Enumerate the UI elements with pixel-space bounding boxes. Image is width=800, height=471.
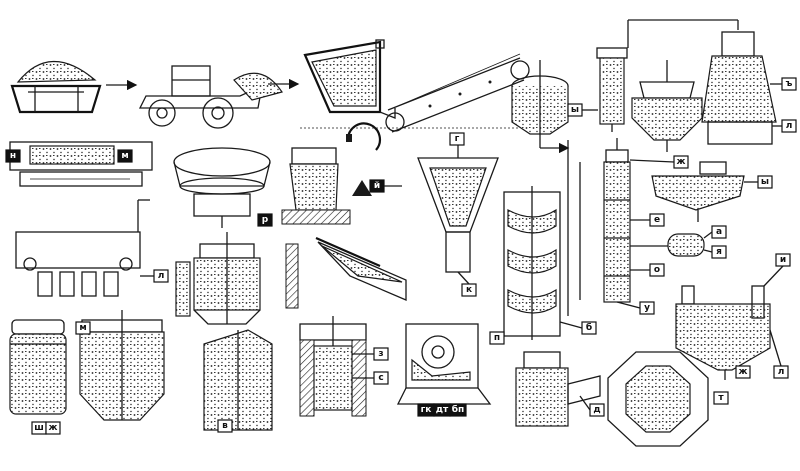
label-e: е [649,213,665,227]
label-ya: я [711,245,727,259]
kiln [607,351,709,447]
label-hard-text: ъ [786,79,793,89]
label-zh-left: ж [45,421,61,435]
receiving-hopper [303,39,396,119]
label-sh-text: ш [34,423,44,433]
settling-tank [511,60,570,154]
label-b: б [581,321,597,335]
label-yy-mid-text: ы [761,177,769,187]
label-dt-text: дт [436,405,449,415]
label-u: у [639,301,655,315]
cone-thickener [417,140,499,273]
agitation-tank [651,161,745,222]
mixing-reactor [175,232,261,325]
label-zh-mid-text: ж [677,157,686,167]
label-k-text: к [466,285,472,295]
label-t-text: т [718,393,724,403]
label-l-mid-text: л [158,271,165,281]
vibrating-feeder [9,141,153,187]
label-u-text: у [644,303,650,313]
label-p: п [489,331,505,345]
label-m-top: м [117,149,133,163]
magnetic-separator [346,122,381,151]
label-n-left: н [5,149,21,163]
label-m-top-text: м [121,151,128,161]
label-zh-mid: ж [673,155,689,169]
label-ya-text: я [716,247,722,257]
label-zh-left-text: ж [49,423,58,433]
precipitator [675,285,771,380]
reactor-vessel [79,310,165,421]
filter-column-top [596,47,628,132]
label-g-text: г [455,134,460,144]
label-z-text: з [378,349,383,359]
ore-bin [10,60,102,114]
label-s-text: с [378,373,383,383]
label-y-short-text: й [374,181,380,191]
label-m-side-text: м [79,323,86,333]
label-i: и [775,253,791,267]
label-bp: бп [449,403,467,417]
label-g: г [449,132,465,146]
crusher-hopper [281,147,351,225]
cone-crusher [173,147,271,228]
autoclave-left [9,319,67,415]
label-r: р [257,213,273,227]
conical-vessel [631,60,703,152]
label-r-text: р [262,215,269,225]
label-a-text: а [716,227,722,237]
extraction-column [603,138,631,303]
label-d: д [589,403,605,417]
label-zh-right: ж [735,365,751,379]
label-hard: ъ [781,77,797,91]
label-gk: гк [417,403,435,417]
label-l-right-text: л [778,367,785,377]
inclined-conveyor [385,53,530,133]
label-a: а [711,225,727,239]
roasting-furnace [627,19,777,145]
label-v: в [217,419,233,433]
label-sh: ш [31,421,47,435]
label-e-text: е [654,215,660,225]
label-b-text: б [586,322,592,333]
vertical-conveyor [285,243,299,309]
label-o-text: о [654,265,660,275]
label-p-text: п [494,333,500,343]
label-v-text: в [222,421,228,431]
label-o: о [649,263,665,277]
incline-screen [315,236,407,301]
label-gk-text: гк [421,405,432,415]
flotation-bank [15,199,150,297]
small-receiver [630,233,705,257]
label-k: к [461,283,477,297]
label-yy-top-text: ы [571,105,579,115]
label-n-left-text: н [10,151,16,161]
label-m-side: м [75,321,91,335]
label-s: с [373,371,389,385]
label-y-short: й [352,179,385,196]
label-i-text: и [780,255,786,265]
label-l-top: л [781,119,797,133]
electrolytic-cell [299,316,367,417]
label-dt: дт [433,403,451,417]
label-zh-right-text: ж [739,367,748,377]
label-l-top-text: л [786,121,793,131]
ball-mill [396,323,492,405]
label-d-text: д [593,405,600,415]
label-yy-top: ы [567,103,583,117]
front-loader [138,65,283,129]
drum-dryer [515,351,601,427]
label-bp-text: бп [452,404,465,415]
spiral-classifier [503,186,561,340]
label-z: з [373,347,389,361]
label-l-mid: л [153,269,169,283]
label-t: т [713,391,729,405]
label-l-right: л [773,365,789,379]
label-yy-mid: ы [757,175,773,189]
settling-chute [203,329,273,431]
